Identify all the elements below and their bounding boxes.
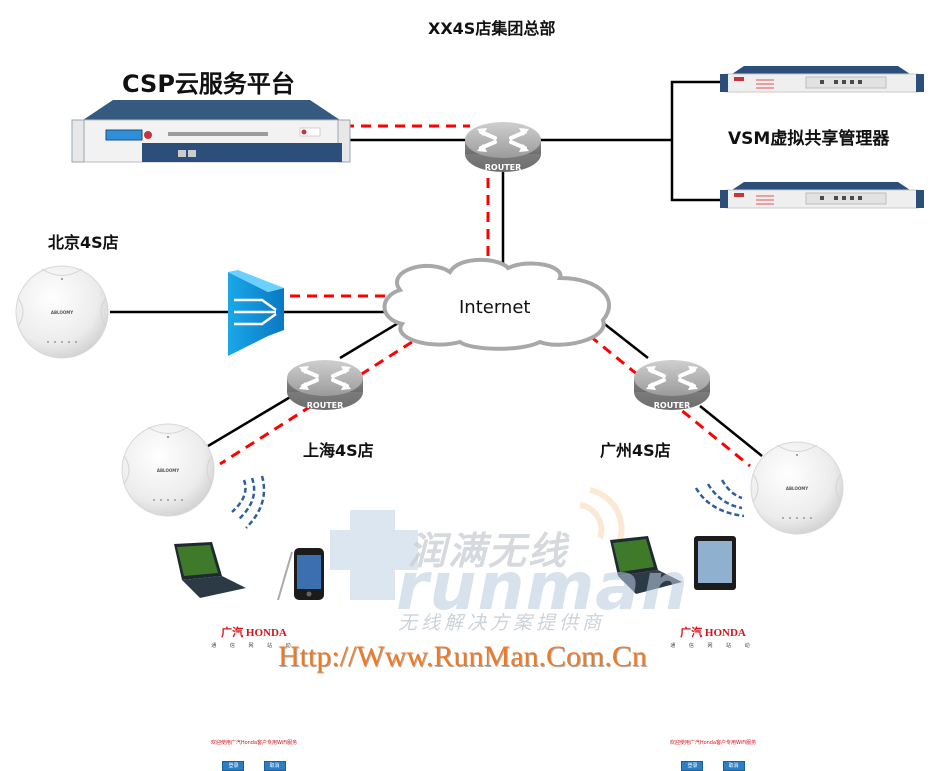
portal-cancel-button[interactable]: 取消 [722,761,745,771]
internet-cloud [382,257,611,351]
portal-welcome-text: 欢迎使用广汽Honda客户专用WiFi服务 [210,740,298,746]
hq-router[interactable]: ROUTER [463,120,543,174]
wifi-signal-icon-guangzhou [694,479,745,518]
access-point-beijing[interactable]: ABLOOMY [15,265,109,359]
network-diagram: ROUTER ABLOOMY ABLOOMY ABLOOMY ROUTER RO… [15,65,925,720]
portal-welcome-text: 欢迎使用广汽Honda客户专用WiFi服务 [669,740,757,746]
link-internet-gz-router [601,321,649,359]
portal-brand: 广汽 HONDA [221,627,287,639]
portal-cancel-button[interactable]: 取消 [263,761,286,771]
ap-brand: ABLOOMY [786,486,808,491]
headquarters-label: XX4S店集团总部 [428,19,556,38]
vsm-appliance-2[interactable] [719,181,925,209]
tunnel-sh [219,340,413,466]
router-label: ROUTER [654,401,691,410]
ap-brand: ABLOOMY [51,310,73,315]
link-sh-router-ap [207,394,293,448]
branch-label-beijing: 北京4S店 [48,233,119,252]
router-label: ROUTER [307,401,344,410]
laptop-guangzhou[interactable] [610,536,682,594]
portal-nav: 通 信 网 站 动 [670,643,756,649]
access-point-guangzhou[interactable]: ABLOOMY [750,441,844,535]
guangzhou-router[interactable]: ROUTER [632,358,712,412]
watermark-en: runman [396,548,689,625]
vsm-appliance-1[interactable] [719,65,925,93]
watermark-url: Http://Www.RunMan.Com.Cn [278,640,647,673]
watermark-cn: 润满无线 [408,529,569,573]
portal-banner-spacer [652,653,774,727]
watermark-logo-icon [330,487,625,600]
branch-label-guangzhou: 广州4S店 [600,441,671,460]
watermark-subtitle: 无线解决方案提供商 [398,612,606,634]
smartphone[interactable] [277,548,324,601]
link-gz-router-ap [699,405,763,457]
captive-portal-2: 广汽 HONDA 通 信 网 站 动 欢迎使用广汽Honda客户专用WiFi服务… [652,622,774,771]
ap-brand: ABLOOMY [157,468,179,473]
laptop-shanghai[interactable] [174,542,246,598]
csp-platform-label: CSP云服务平台 [122,70,295,98]
portal-brand: 广汽 HONDA [680,627,746,639]
wired-links [110,80,763,457]
router-label: ROUTER [485,163,522,172]
wifi-signal-icon-shanghai [231,475,266,529]
portal-nav: 通 信 网 站 动 [211,643,297,649]
firewall-icon[interactable] [228,270,284,356]
shanghai-router[interactable]: ROUTER [285,358,365,412]
internet-label: Internet [459,297,531,318]
portal-login-button[interactable]: 登录 [222,761,245,771]
link-vsm-pair [670,80,725,202]
link-internet-sh-router [339,320,401,360]
csp-server[interactable] [71,100,351,163]
tablet[interactable] [694,536,736,590]
vsm-label: VSM虚拟共享管理器 [728,129,890,149]
branch-label-shanghai: 上海4S店 [303,441,374,460]
access-point-shanghai[interactable]: ABLOOMY [121,423,215,517]
portal-login-button[interactable]: 登录 [681,761,704,771]
